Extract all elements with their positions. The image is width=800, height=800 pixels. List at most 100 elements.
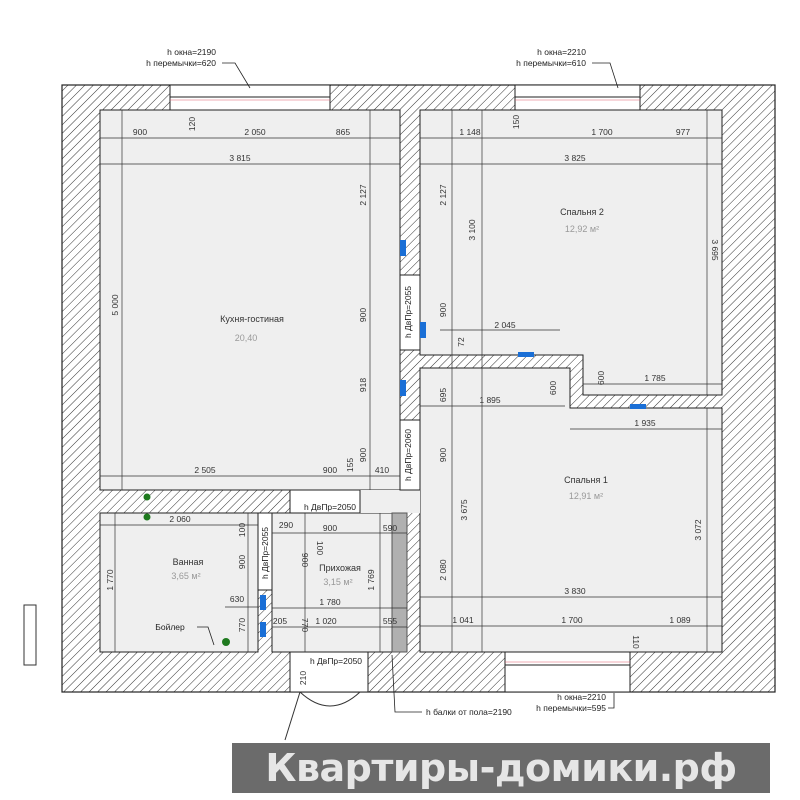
bedroom2-dimension-label: 2 045 <box>494 320 516 330</box>
door-opening-bedroom1 <box>399 419 421 491</box>
bedroom2-dimension-label: 2 127 <box>438 184 448 206</box>
window-height-callout: h окна=2210 <box>557 692 606 702</box>
bedroom2-dimension-label: 1 785 <box>644 373 666 383</box>
window-height-callout: h окна=2210 <box>537 47 586 57</box>
room-bedroom-2 <box>419 109 723 396</box>
bedroom1-dimension-label: 1 935 <box>634 418 656 428</box>
room-name-bedroom-1: Спальня 1 <box>564 475 608 485</box>
kitchen-dimension-label: 5 000 <box>110 294 120 316</box>
bedroom1-dimension-label: 1 089 <box>669 615 691 625</box>
bedroom1-dimension-label: 3 830 <box>564 586 586 596</box>
kitchen-dimension-label: 900 <box>358 308 368 322</box>
bedroom1-dimension-label: 3 675 <box>459 499 469 521</box>
room-name-hallway: Прихожая <box>319 563 361 573</box>
bedroom2-dimension-label: 3 695 <box>710 239 720 261</box>
bedroom1-dimension-label: 110 <box>631 635 641 649</box>
room-name-bedroom-2: Спальня 2 <box>560 207 604 217</box>
kitchen-dimension-label: 865 <box>336 127 350 137</box>
room-area-kitchen: 20,40 <box>235 333 258 343</box>
window-bedroom-2 <box>514 84 641 111</box>
hallway-dimension-label: 100 <box>315 541 325 555</box>
bedroom2-dimension-label: 977 <box>676 127 690 137</box>
bathroom-dimension-label: 100 <box>237 523 247 537</box>
door-height-label: h ДвПр=2050 <box>310 656 362 666</box>
door-height-label: h ДвПр=2055 <box>260 527 270 579</box>
beam-height-callout: h балки от пола=2190 <box>426 707 512 717</box>
bedroom2-dimension-label: 600 <box>596 371 606 385</box>
door-height-label: h ДвПр=2060 <box>403 429 413 481</box>
bedroom1-dimension-label: 1 895 <box>479 395 501 405</box>
hallway-dimension-label: 210 <box>298 671 308 685</box>
room-area-bedroom-1: 12,91 м² <box>569 491 603 501</box>
bedroom2-dimension-label: 150 <box>511 115 521 129</box>
hallway-dimension-label: 1 020 <box>315 616 337 626</box>
bedroom1-dimension-label: 695 <box>438 388 448 402</box>
hall-passage <box>360 490 420 513</box>
hallway-dimension-label: 900 <box>300 553 310 567</box>
room-area-bedroom-2: 12,92 м² <box>565 224 599 234</box>
kitchen-dimension-label: 900 <box>133 127 147 137</box>
hallway-dimension-label: 590 <box>383 523 397 533</box>
door-height-label: h ДвПр=2055 <box>403 286 413 338</box>
door-opening-bedroom2 <box>399 274 421 351</box>
dimension-lines <box>100 110 722 652</box>
watermark-text: Квартиры-домики.рф <box>265 746 737 790</box>
bathroom-dimension-label: 1 770 <box>105 569 115 591</box>
kitchen-dimension-label: 900 <box>323 465 337 475</box>
window-bedroom-1 <box>504 651 631 693</box>
kitchen-dimension-label: 120 <box>187 117 197 131</box>
door-height-label: h ДвПр=2050 <box>304 502 356 512</box>
kitchen-dimension-label: 410 <box>375 465 389 475</box>
bathroom-dimension-label: 770 <box>237 618 247 632</box>
hallway-dimension-label: 205 <box>273 616 287 626</box>
hallway-dimension-label: 770 <box>300 618 310 632</box>
kitchen-dimension-label: 2 505 <box>194 465 216 475</box>
bathroom-dimension-label: 2 060 <box>169 514 191 524</box>
window-height-callout: h окна=2190 <box>167 47 216 57</box>
lintel-height-callout: h перемычки=595 <box>536 703 606 713</box>
hallway-dimension-label: 900 <box>323 523 337 533</box>
bedroom2-dimension-label: 1 700 <box>591 127 613 137</box>
bedroom1-dimension-label: 2 080 <box>438 559 448 581</box>
room-kitchen-living <box>99 109 401 491</box>
bedroom2-dimension-label: 72 <box>456 337 466 347</box>
bedroom2-dimension-label: 3 825 <box>564 153 586 163</box>
kitchen-dimension-label: 3 815 <box>229 153 251 163</box>
watermark-logo: Квартиры-домики.рф <box>232 743 770 793</box>
bedroom2-dimension-label: 900 <box>438 303 448 317</box>
edge-artifact <box>23 604 37 666</box>
callout-leaders <box>197 62 619 713</box>
bedroom1-dimension-label: 600 <box>548 381 558 395</box>
hallway-dimension-label: 1 780 <box>319 597 341 607</box>
hall-wardrobe-strip <box>391 512 408 653</box>
kitchen-dimension-label: 2 127 <box>358 184 368 206</box>
boiler-label: Бойлер <box>155 622 185 632</box>
room-name-kitchen: Кухня-гостиная <box>220 314 284 324</box>
bedroom1-dimension-label: 3 072 <box>693 519 703 541</box>
room-name-bathroom: Ванная <box>173 557 204 567</box>
kitchen-dimension-label: 155 <box>345 458 355 472</box>
door-opening-kitchen-hall <box>289 489 361 514</box>
electrical-sockets <box>260 240 646 637</box>
pipe-markers <box>143 493 230 646</box>
bathroom-dimension-label: 630 <box>230 594 244 604</box>
hallway-dimension-label: 1 769 <box>366 569 376 591</box>
room-bedroom-1 <box>419 367 723 653</box>
hallway-dimension-label: 555 <box>383 616 397 626</box>
bedroom1-dimension-label: 900 <box>438 448 448 462</box>
door-opening-bathroom <box>257 512 273 591</box>
entrance-door-opening <box>289 651 369 693</box>
room-area-bathroom: 3,65 м² <box>171 571 200 581</box>
bedroom1-dimension-label: 1 041 <box>452 615 474 625</box>
room-bathroom <box>99 512 259 653</box>
entrance-door-swing <box>284 691 361 741</box>
bedroom1-dimension-label: 1 700 <box>561 615 583 625</box>
lintel-height-callout: h перемычки=610 <box>516 58 586 68</box>
kitchen-dimension-label: 900 <box>358 448 368 462</box>
kitchen-dimension-label: 2 050 <box>244 127 266 137</box>
lintel-height-callout: h перемычки=620 <box>146 58 216 68</box>
bedroom2-dimension-label: 3 100 <box>467 219 477 241</box>
bathroom-dimension-label: 900 <box>237 555 247 569</box>
